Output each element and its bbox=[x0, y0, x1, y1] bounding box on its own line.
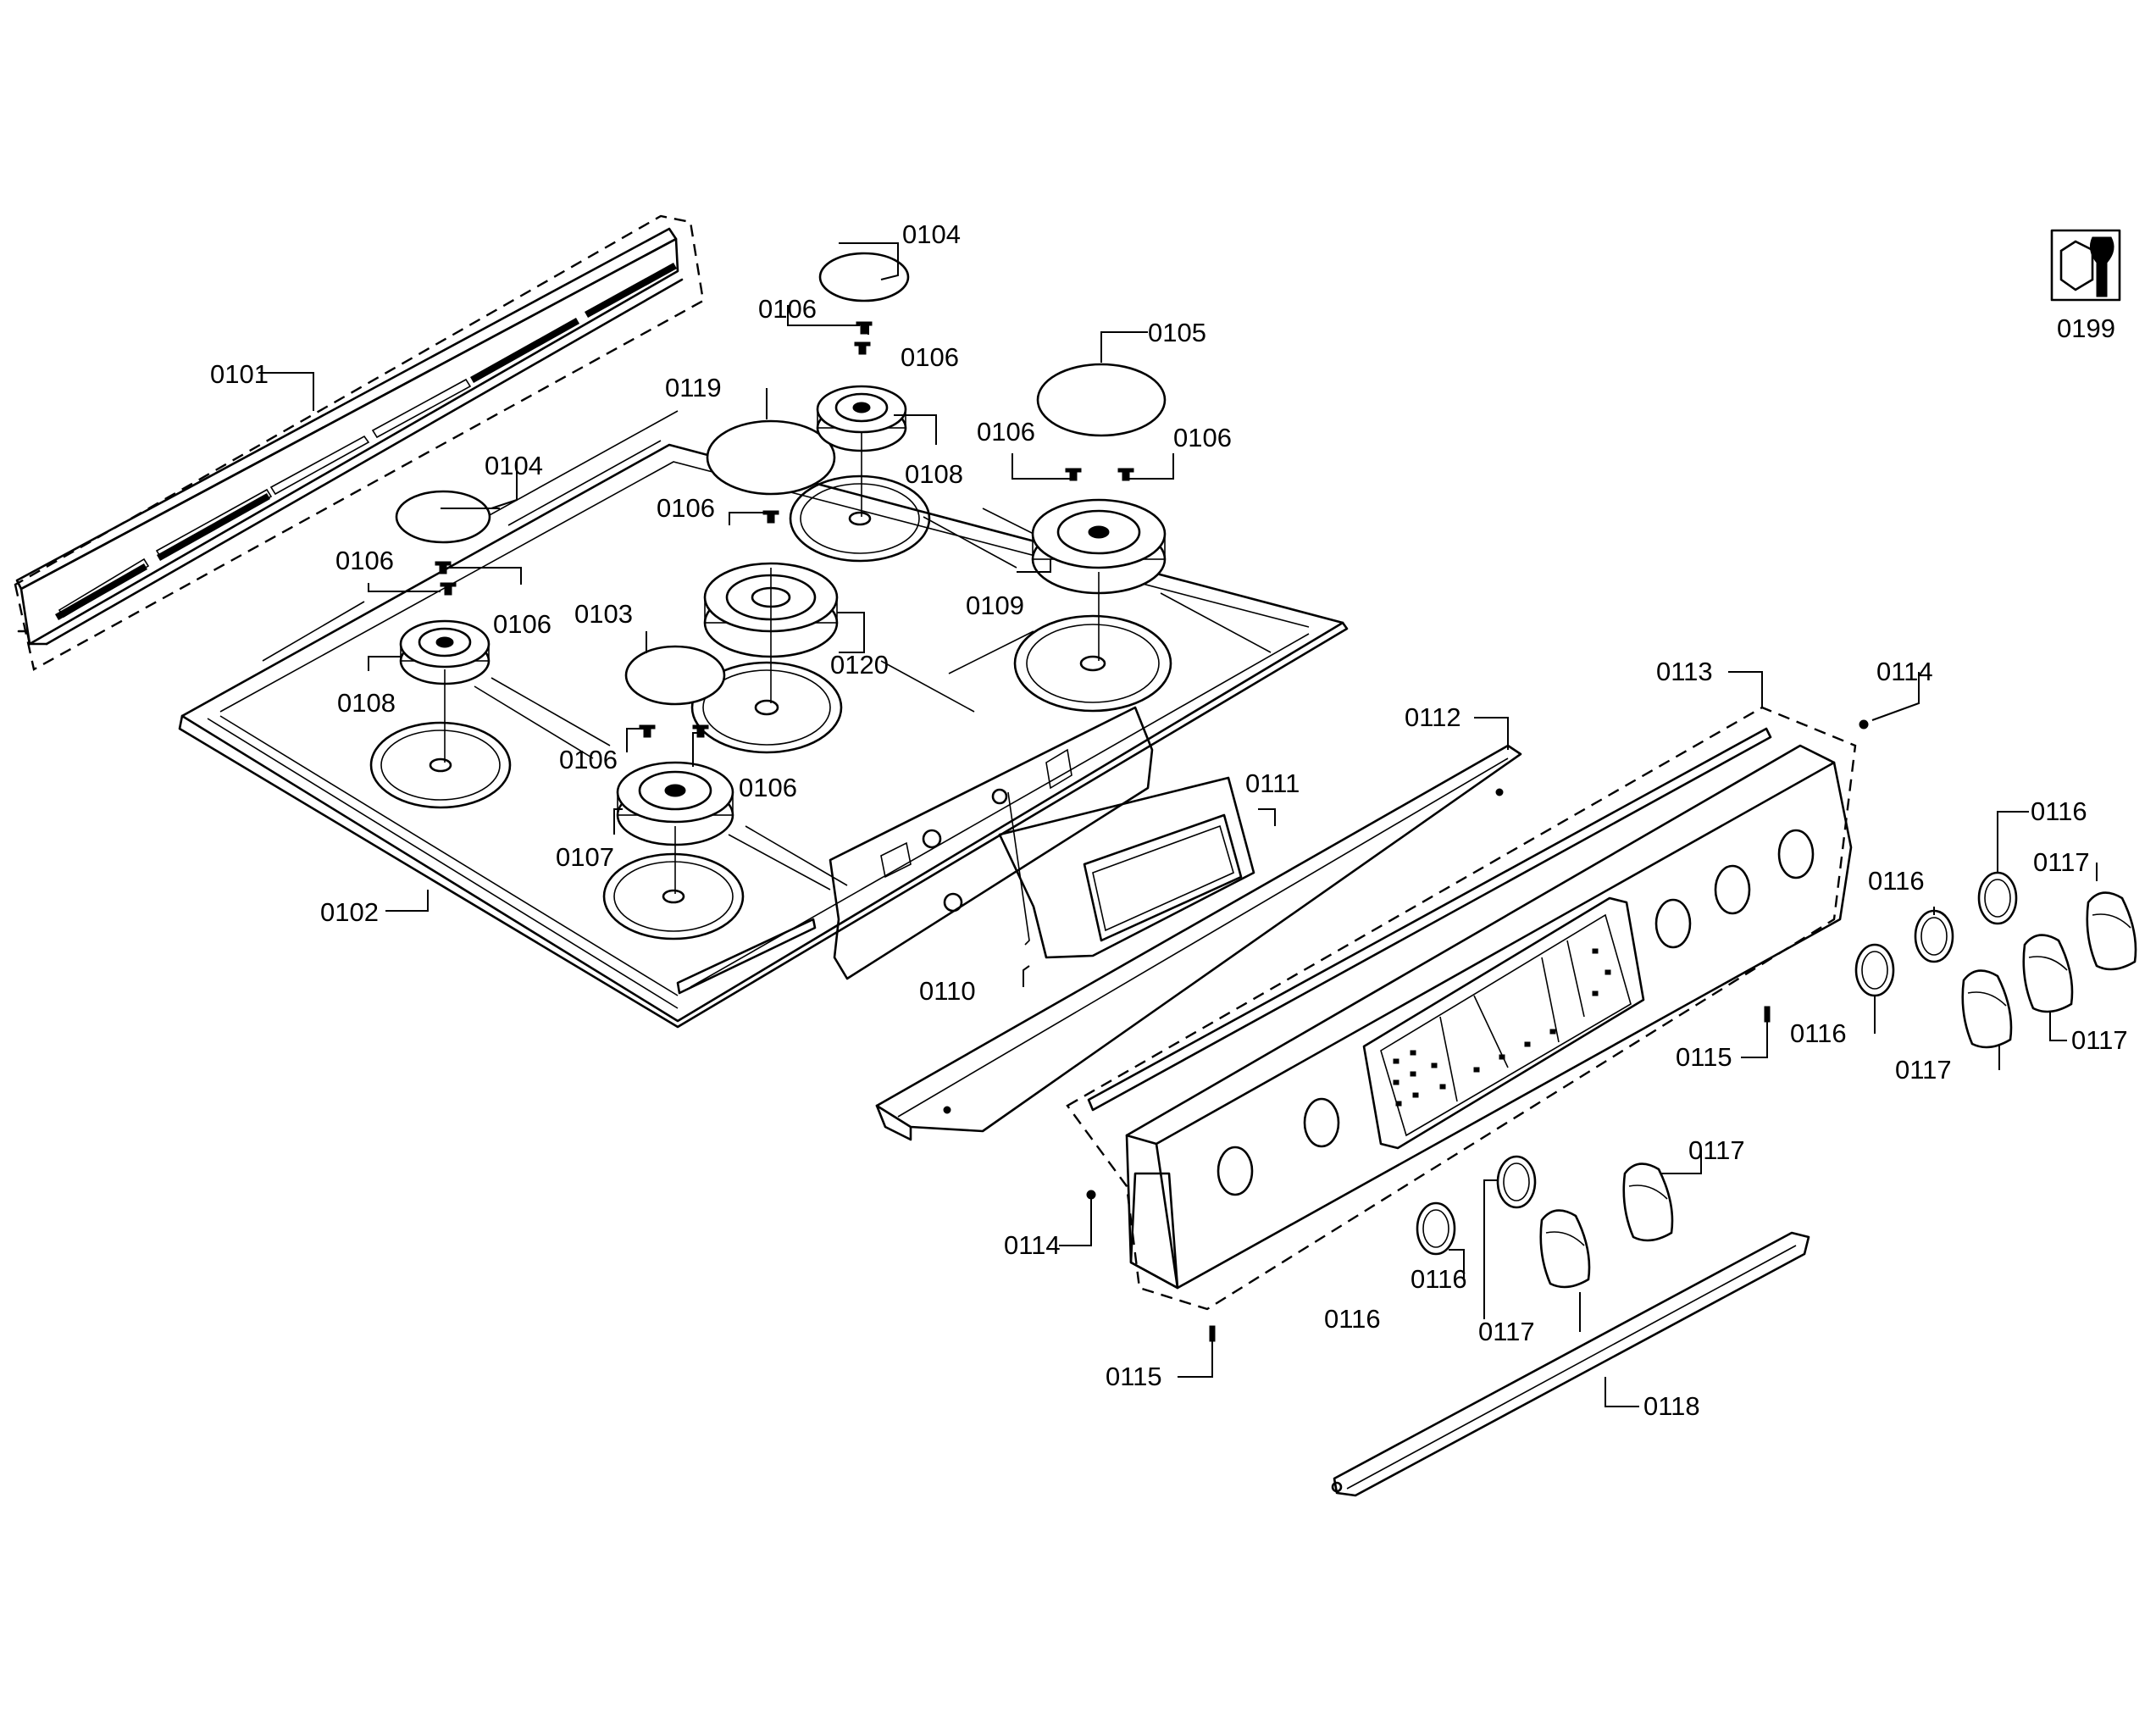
part-0104-cap-left bbox=[395, 490, 491, 544]
label-0106-h: 0106 bbox=[559, 745, 618, 774]
part-0118-strip bbox=[1331, 1231, 1810, 1497]
part-0111-clock-bracket bbox=[998, 776, 1255, 959]
label-0106-a: 0106 bbox=[758, 294, 817, 324]
part-0112-rail bbox=[875, 744, 1522, 1141]
label-0116-e: 0116 bbox=[1324, 1304, 1381, 1334]
label-0105: 0105 bbox=[1148, 318, 1206, 347]
part-labels: 0101 0102 0103 0104 0104 0105 0106 0106 … bbox=[210, 219, 2128, 1421]
part-0117-knobs bbox=[1539, 891, 2137, 1289]
label-0106-f: 0106 bbox=[335, 546, 394, 575]
label-0102: 0102 bbox=[320, 897, 379, 927]
label-0117-c: 0117 bbox=[1895, 1055, 1952, 1085]
label-0117-a: 0117 bbox=[2033, 847, 2090, 877]
part-0109-burner bbox=[1031, 498, 1167, 661]
label-0119: 0119 bbox=[665, 373, 722, 402]
label-0109: 0109 bbox=[966, 591, 1024, 620]
label-0117-e: 0117 bbox=[1478, 1317, 1535, 1346]
part-0108-burner-left bbox=[399, 619, 491, 763]
label-0199: 0199 bbox=[2057, 313, 2115, 343]
label-0107: 0107 bbox=[556, 842, 614, 872]
leader-lines bbox=[258, 242, 2098, 1407]
part-0110-bracket bbox=[829, 706, 1154, 980]
label-0106-g: 0106 bbox=[493, 609, 551, 639]
label-0120: 0120 bbox=[830, 650, 889, 680]
label-0101: 0101 bbox=[210, 359, 269, 389]
label-0115-right: 0115 bbox=[1676, 1042, 1732, 1072]
label-0103: 0103 bbox=[574, 599, 633, 629]
label-0114-left: 0114 bbox=[1004, 1230, 1061, 1260]
part-0104-cap-top bbox=[818, 252, 910, 302]
part-0114-screws bbox=[1086, 719, 1869, 1200]
label-0117-d: 0117 bbox=[1688, 1135, 1745, 1165]
label-0110: 0110 bbox=[919, 976, 976, 1006]
label-0116-d: 0116 bbox=[1411, 1264, 1467, 1294]
label-0116-b: 0116 bbox=[1868, 866, 1925, 896]
label-0117-b: 0117 bbox=[2071, 1025, 2128, 1055]
label-0112: 0112 bbox=[1405, 702, 1461, 732]
label-0108-top: 0108 bbox=[905, 459, 963, 489]
label-0114-right: 0114 bbox=[1876, 657, 1933, 686]
part-0116-bezels bbox=[1416, 871, 2018, 1256]
part-0113-control-panel bbox=[1066, 706, 1857, 1311]
part-0101-back-trim bbox=[14, 214, 705, 671]
label-0116-c: 0116 bbox=[1790, 1018, 1847, 1048]
label-0115-left: 0115 bbox=[1106, 1362, 1162, 1391]
hex-nut-wrench-icon bbox=[2050, 229, 2121, 302]
part-0120-burner-ring bbox=[703, 562, 839, 703]
label-0104-top: 0104 bbox=[902, 219, 961, 249]
part-0108-burner-top bbox=[816, 385, 907, 517]
label-0106-c: 0106 bbox=[977, 417, 1035, 447]
label-0104-left: 0104 bbox=[485, 451, 543, 480]
label-0118: 0118 bbox=[1643, 1391, 1700, 1421]
part-0102-cooktop bbox=[178, 410, 1349, 1029]
part-0106-screws bbox=[435, 321, 1134, 738]
label-0106-e: 0106 bbox=[657, 493, 715, 523]
label-0106-b: 0106 bbox=[901, 342, 959, 372]
part-0119-cap bbox=[706, 419, 836, 496]
part-0105-cap bbox=[1036, 363, 1167, 437]
label-0113: 0113 bbox=[1656, 657, 1713, 686]
label-0108-left: 0108 bbox=[337, 688, 396, 718]
label-0116-a: 0116 bbox=[2031, 796, 2087, 826]
label-0111: 0111 bbox=[1245, 768, 1300, 798]
part-0103-cap bbox=[624, 645, 726, 706]
part-0107-burner bbox=[616, 761, 734, 894]
label-0106-d: 0106 bbox=[1173, 423, 1232, 452]
label-0106-i: 0106 bbox=[739, 773, 797, 802]
